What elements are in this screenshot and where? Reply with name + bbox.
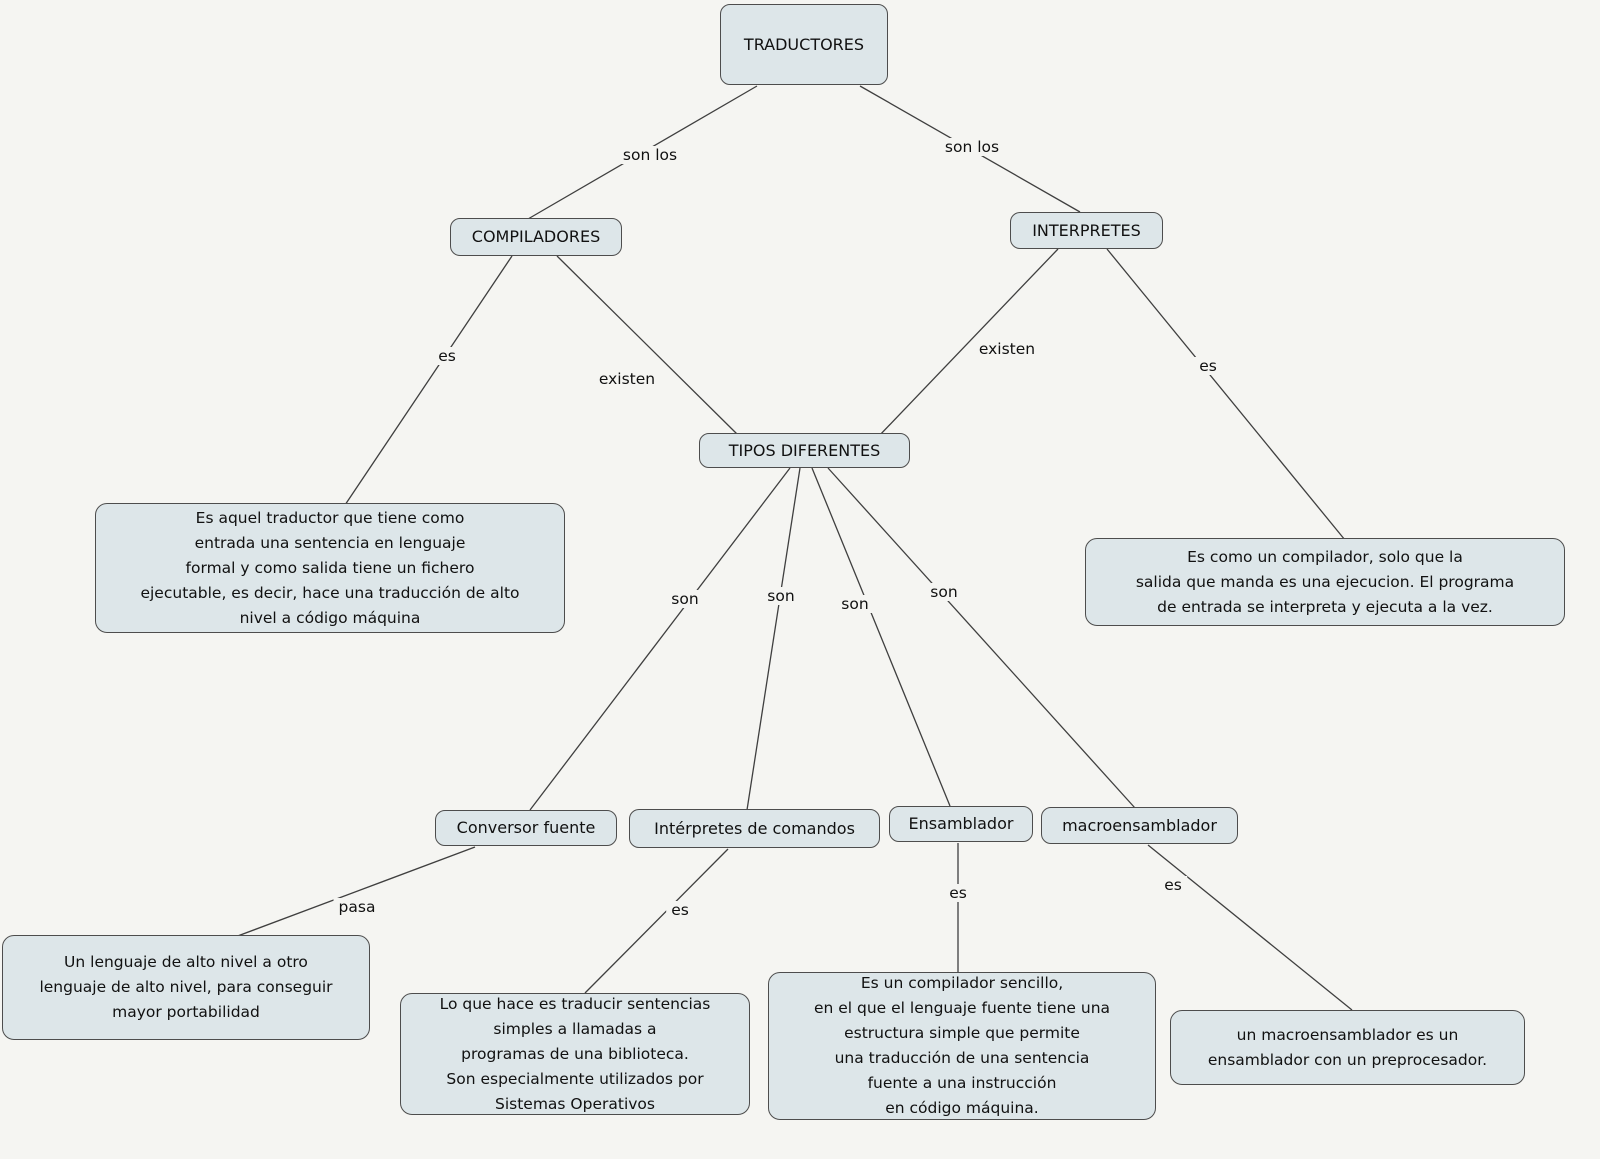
node-macroensamblador-definicion[interactable]: un macroensamblador es un ensamblador co… [1170, 1010, 1525, 1085]
edge-label-es-interpretes: es [1194, 357, 1222, 375]
edge-tipos-macroensamblador [827, 467, 1136, 809]
edge-interpretes-comandos-def [584, 848, 729, 994]
node-macroensamblador[interactable]: macroensamblador [1041, 807, 1238, 844]
node-compilador-definicion[interactable]: Es aquel traductor que tiene como entrad… [95, 503, 565, 633]
edge-label-son-los-compiladores: son los [617, 146, 683, 164]
node-compiladores[interactable]: COMPILADORES [450, 218, 622, 256]
edge-label-son-ensamblador: son [836, 595, 874, 613]
node-interpretes[interactable]: INTERPRETES [1010, 212, 1163, 249]
node-interprete-definicion[interactable]: Es como un compilador, solo que la salid… [1085, 538, 1565, 626]
edge-label-existen-interpretes: existen [973, 340, 1041, 358]
edge-interpretes-def [1106, 248, 1346, 541]
edge-label-son-interpretes-comandos: son [762, 587, 800, 605]
node-interpretes-comandos-definicion[interactable]: Lo que hace es traducir sentencias simpl… [400, 993, 750, 1115]
edge-compiladores-tipos [556, 255, 738, 435]
edge-label-existen-compiladores: existen [593, 370, 661, 388]
node-tipos-diferentes[interactable]: TIPOS DIFERENTES [699, 433, 910, 468]
node-conversor-definicion[interactable]: Un lenguaje de alto nivel a otro lenguaj… [2, 935, 370, 1040]
edge-label-es-ensamblador: es [944, 884, 972, 902]
node-ensamblador[interactable]: Ensamblador [889, 806, 1033, 842]
edge-tipos-conversor [529, 467, 791, 811]
edge-tipos-interpretes-comandos [746, 467, 801, 811]
edge-label-es-compiladores: es [433, 347, 461, 365]
edge-interpretes-tipos [877, 248, 1059, 438]
edge-label-son-macroensamblador: son [925, 583, 963, 601]
edge-macroensamblador-def [1147, 844, 1353, 1011]
node-ensamblador-definicion[interactable]: Es un compilador sencillo, en el que el … [768, 972, 1156, 1120]
edge-label-es-macroensamblador: es [1159, 876, 1187, 894]
node-conversor-fuente[interactable]: Conversor fuente [435, 810, 617, 846]
edge-label-pasa: pasa [333, 898, 381, 916]
node-traductores[interactable]: TRADUCTORES [720, 4, 888, 85]
edge-tipos-ensamblador [811, 467, 951, 807]
edge-label-son-los-interpretes: son los [939, 138, 1005, 156]
edge-conversor-def [234, 846, 476, 938]
edge-label-es-interpretes-comandos: es [666, 901, 694, 919]
edge-compiladores-def [344, 255, 513, 506]
node-interpretes-de-comandos[interactable]: Intérpretes de comandos [629, 809, 880, 848]
edge-label-son-conversor: son [666, 590, 704, 608]
